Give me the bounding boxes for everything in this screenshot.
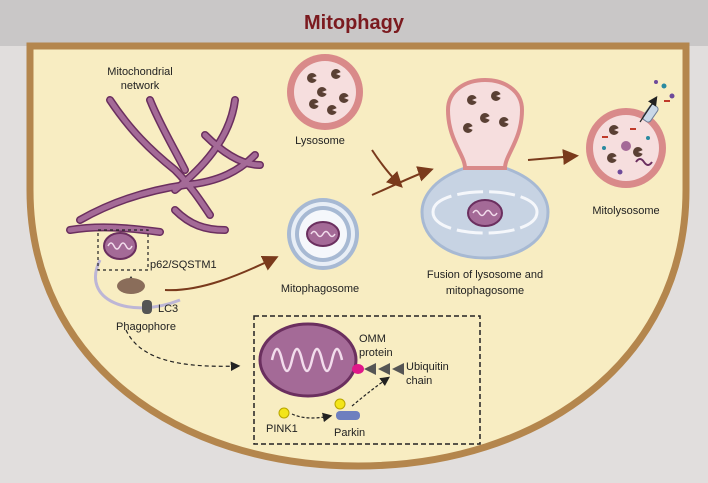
engulfed-mitochondrion: [103, 232, 137, 260]
ubiquitin-1: [364, 363, 376, 375]
fusion-vesicle: [420, 78, 550, 260]
lysosome: [287, 54, 363, 130]
parkin-protein: [336, 411, 360, 420]
mito-network-label-1: Mitochondrial: [107, 66, 172, 78]
phagophore-label: Phagophore: [116, 321, 176, 333]
ubiquitin-label-1: Ubiquitin: [406, 361, 449, 373]
parkin-label: Parkin: [334, 427, 365, 439]
diagram-title: Mitophagy: [304, 11, 404, 34]
parkin-to-ubiquitin-arrow: [351, 376, 390, 407]
fusion-label-1: Fusion of lysosome and: [427, 269, 543, 281]
mitolysosome: [586, 80, 675, 188]
omm-protein: [352, 364, 364, 374]
selection-box: [97, 229, 149, 271]
lysosome-label: Lysosome: [295, 135, 345, 147]
arrow-mitophagosome-to-fusion: [371, 166, 434, 196]
arrow-to-mitophagosome: [164, 256, 279, 292]
pink1-protein-2: [334, 398, 346, 410]
mito-network-label-2: network: [121, 80, 160, 92]
p62-label: p62/SQSTM1: [150, 259, 217, 271]
cell-body: [26, 42, 690, 470]
lc3-protein: [142, 300, 152, 314]
omm-label-1: OMM: [359, 333, 386, 345]
lc3-label: LC3: [158, 303, 178, 315]
pink1-label: PINK1: [266, 423, 298, 435]
ubiquitin-2: [378, 363, 390, 375]
mitophagosome: [287, 198, 359, 270]
pink1-protein-1: [278, 407, 290, 419]
inset-mitochondrion: [258, 322, 358, 398]
dashed-arrow-to-inset: [125, 329, 241, 372]
mitophagosome-label: Mitophagosome: [281, 283, 359, 295]
pink1-parkin-inset: [253, 315, 481, 445]
mitochondrial-network: [66, 96, 264, 236]
arrow-to-mitolysosome: [527, 149, 579, 165]
title-bar: Mitophagy: [0, 0, 708, 46]
omm-label-2: protein: [359, 347, 393, 359]
fusion-label-2: mitophagosome: [446, 285, 524, 297]
ubiquitin-3: [392, 363, 404, 375]
p62-receptor: [117, 278, 145, 294]
pink1-to-parkin-arrow: [291, 412, 333, 423]
ubiquitin-label-2: chain: [406, 375, 432, 387]
phagophore-membrane: [93, 259, 181, 310]
mitolysosome-label: Mitolysosome: [592, 205, 659, 217]
